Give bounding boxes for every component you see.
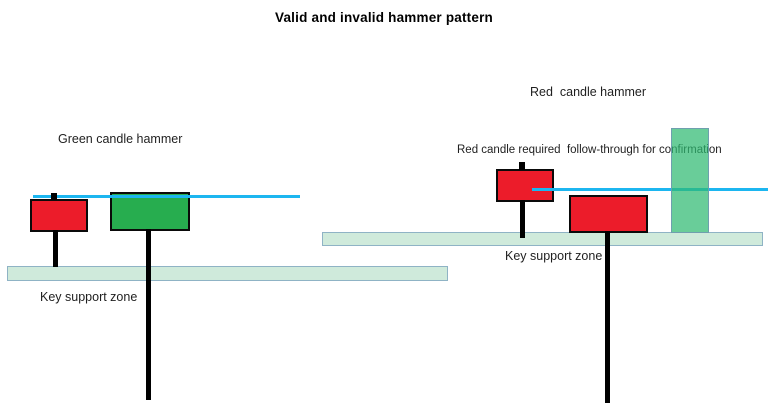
right-red-hammer-upper-wick (519, 162, 525, 170)
page-title: Valid and invalid hammer pattern (275, 10, 493, 25)
right-red-hammer-body (496, 169, 554, 202)
left-red-candle-upper-wick (51, 193, 57, 200)
right-support-zone (322, 232, 763, 246)
right-key-support-zone-label: Key support zone (505, 249, 603, 263)
left-resistance-line (33, 195, 300, 198)
left-green-hammer-lower-wick (146, 229, 151, 400)
right-entry-line (532, 188, 768, 191)
left-red-candle-body (30, 199, 88, 232)
left-red-candle-lower-wick (53, 230, 58, 267)
right-red-candle2-body (569, 195, 648, 233)
right-red-candle2-lower-wick (605, 231, 610, 403)
right-red-hammer-lower-wick (520, 200, 525, 238)
green-confirmation-candle (671, 128, 709, 233)
left-support-zone (7, 266, 448, 281)
red-candle-hammer-label: Red candle hammer (530, 85, 647, 99)
left-key-support-zone-label: Key support zone (40, 290, 138, 304)
green-candle-hammer-label: Green candle hammer (58, 132, 183, 146)
